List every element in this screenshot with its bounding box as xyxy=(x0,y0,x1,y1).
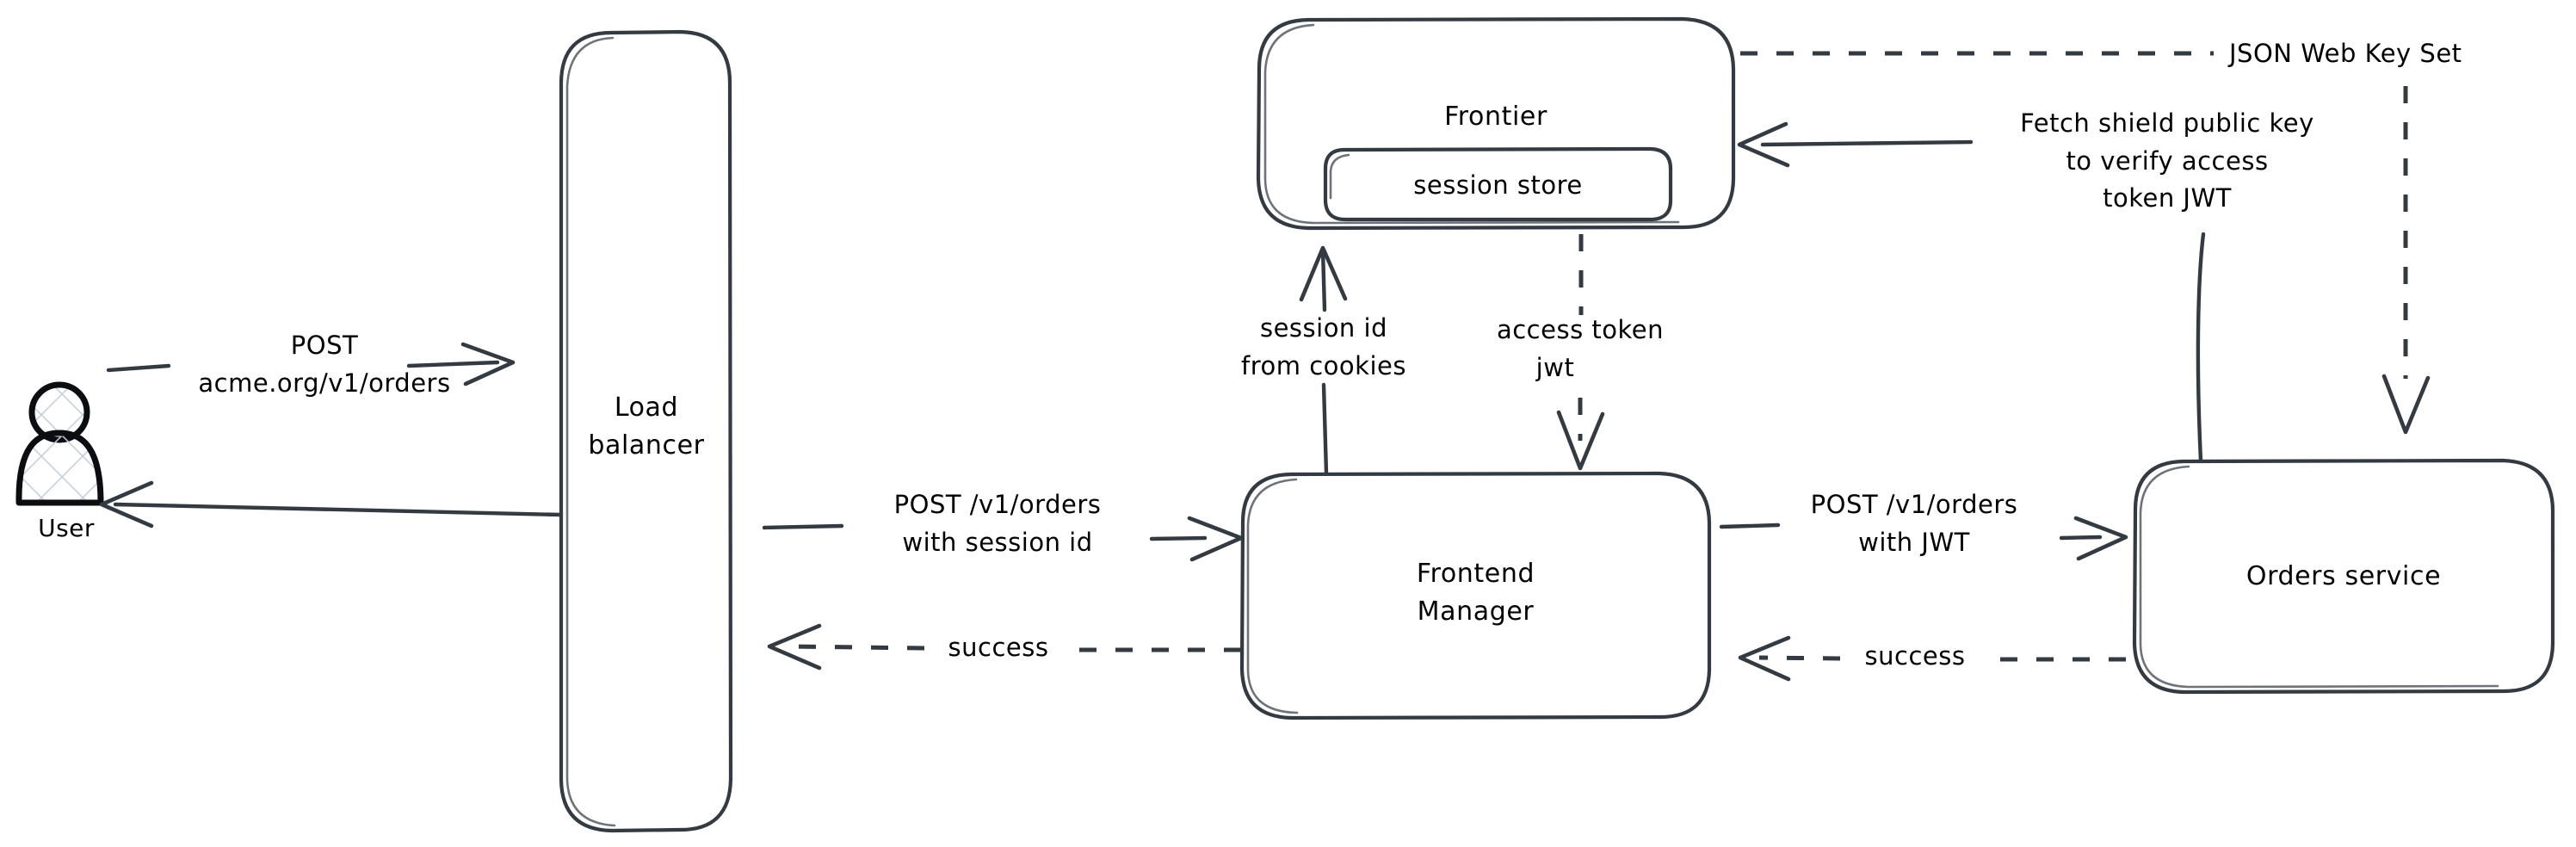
orders-service-shape xyxy=(2132,458,2555,695)
edge-frontend-manager-to-orders-service xyxy=(1719,516,2128,561)
user-body-fill xyxy=(20,434,100,502)
node-frontend-manager[interactable] xyxy=(1239,471,1712,720)
edge-fm-to-orders-line xyxy=(2059,535,2103,541)
frontend-manager-sketch-stroke xyxy=(1246,478,1299,714)
edge-lb-to-user-arrowhead xyxy=(99,480,154,529)
edge-orders-to-frontier-arrowhead xyxy=(1737,121,1790,168)
edge-frontier-to-fm-arrowhead xyxy=(1556,410,1605,471)
user-head-fill xyxy=(32,385,87,440)
edge-fm-to-orders-arrowhead xyxy=(2073,516,2128,561)
edge-lb-to-fm-line xyxy=(1149,535,1208,541)
user-body-icon xyxy=(15,430,104,506)
edge-user-to-lb-stub xyxy=(106,363,171,373)
frontier-sketch-stroke xyxy=(1263,23,1680,225)
edge-load-balancer-to-frontend-manager xyxy=(762,516,1244,562)
actor-user xyxy=(15,381,104,506)
session-store-shape xyxy=(1323,146,1673,222)
frontier-shape xyxy=(1256,16,1736,231)
edge-frontend-manager-to-load-balancer xyxy=(767,623,1241,671)
edge-orders-to-frontier-vertical xyxy=(2196,232,2206,463)
edge-fm-to-frontier-arrowhead xyxy=(1299,245,1348,302)
session-store-sketch-stroke xyxy=(1329,153,1350,200)
edge-fm-to-frontier-lower xyxy=(1321,382,1329,476)
edge-fm-to-frontier-upper xyxy=(1320,247,1327,312)
node-load-balancer[interactable] xyxy=(559,29,733,833)
edge-lb-to-user-line xyxy=(113,502,563,517)
node-session-store[interactable] xyxy=(1323,146,1673,222)
edge-frontend-manager-to-frontier xyxy=(1299,245,1348,476)
edge-lb-to-fm-stub xyxy=(762,523,844,530)
edge-fm-to-orders-stub xyxy=(1719,522,1781,529)
node-orders-service[interactable] xyxy=(2132,458,2555,695)
load-balancer-shape xyxy=(559,29,733,833)
edge-orders-to-frontier-horizontal xyxy=(1760,139,1974,147)
orders-service-sketch-stroke xyxy=(2139,465,2499,689)
edge-lb-to-fm-arrowhead xyxy=(1187,516,1244,562)
edge-user-to-lb-line xyxy=(406,360,500,368)
edge-fm-to-lb-dash-left xyxy=(789,644,925,651)
edge-orders-to-fm-arrowhead xyxy=(1738,635,1791,682)
edge-orders-service-to-frontend-manager xyxy=(1738,635,2126,682)
edge-load-balancer-to-user xyxy=(99,480,563,529)
edge-fm-to-lb-arrowhead xyxy=(767,623,822,671)
edge-orders-service-to-frontier xyxy=(1737,121,2206,463)
frontend-manager-shape xyxy=(1239,471,1712,720)
edge-user-to-lb-arrowhead xyxy=(460,342,516,386)
node-frontier[interactable] xyxy=(1256,16,1736,231)
load-balancer-sketch-stroke xyxy=(565,36,616,827)
edge-frontier-to-frontend-manager xyxy=(1556,234,1605,471)
edge-frontier-to-orders-service-jwks xyxy=(1740,51,2431,435)
edge-user-to-load-balancer xyxy=(106,342,516,386)
edge-jwks-arrowhead xyxy=(2381,374,2431,435)
